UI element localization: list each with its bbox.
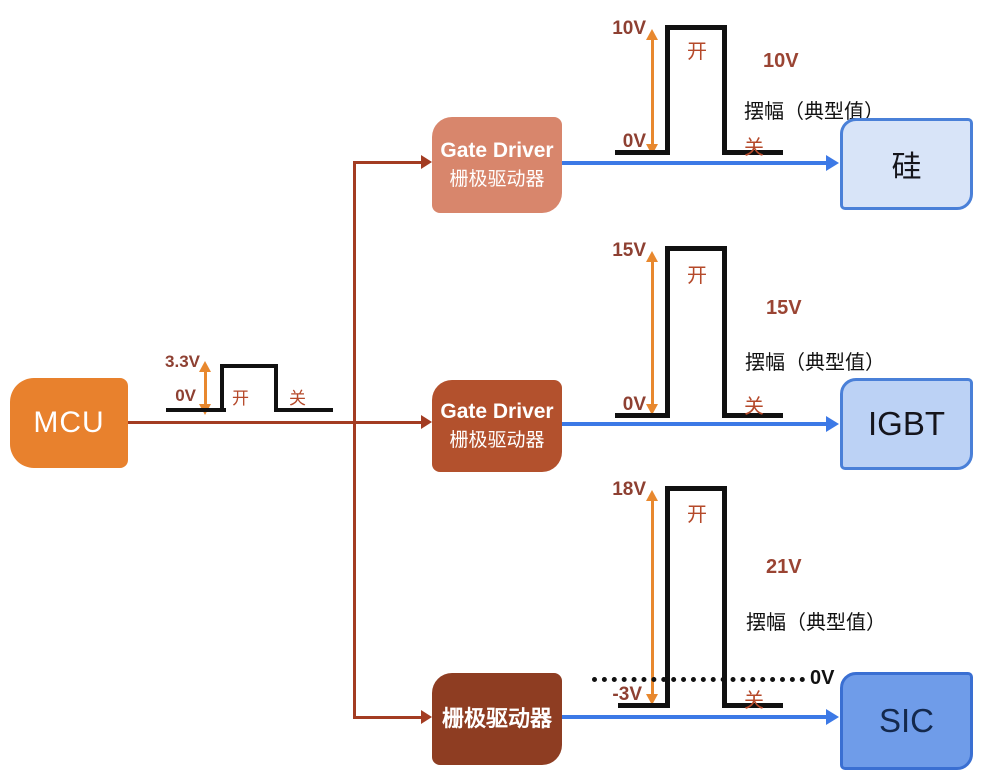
igbt-swing-value: 15V (766, 297, 802, 319)
mcu-wave-high-label: 3.3V (165, 352, 200, 371)
mcu-swing-arrow (204, 368, 207, 408)
silicon-device-label: 硅 (891, 151, 922, 184)
silicon-swing-caption: 摆幅（典型值） (744, 101, 884, 123)
arrowhead-to-driver-middle (421, 415, 432, 429)
mcu-wave-on-label: 开 (232, 389, 249, 408)
sic-wave-baseline-left (618, 703, 670, 708)
silicon-wave-on-label: 开 (687, 41, 707, 63)
driver-to-silicon-line (562, 161, 828, 165)
igbt-swing-arrow-up (646, 251, 658, 262)
silicon-wave-pulse (665, 25, 727, 155)
arrowhead-to-sic (826, 709, 839, 725)
sic-swing-arrow-down (646, 694, 658, 705)
sic-wave-low-label: -3V (612, 684, 642, 705)
silicon-swing-arrow (651, 38, 654, 148)
igbt-wave-baseline-left (615, 413, 670, 418)
silicon-device-box: 硅 (840, 118, 973, 210)
silicon-wave-off-label: 关 (744, 137, 764, 159)
mcu-wave-pulse (220, 364, 278, 412)
sic-device-box: SIC (840, 672, 973, 770)
sic-zero-reference-label: 0V (810, 667, 835, 689)
driver-to-sic-line (562, 715, 834, 719)
gate-driver-title: 栅极驱动器 (441, 706, 552, 732)
mcu-swing-arrow-up (199, 361, 211, 372)
arrowhead-to-driver-bottom (421, 710, 432, 724)
igbt-wave-off-label: 关 (744, 396, 764, 418)
driver-to-igbt-line (562, 422, 828, 426)
mcu-wave-off-label: 关 (289, 389, 306, 408)
branch-line-top (355, 161, 421, 164)
arrowhead-to-driver-top (421, 155, 432, 169)
gate-driver-box-silicon: Gate Driver 栅极驱动器 (432, 117, 562, 213)
gate-driver-subtitle: 栅极驱动器 (449, 430, 545, 452)
sic-zero-reference-line (592, 677, 805, 682)
igbt-swing-arrow-down (646, 404, 658, 415)
branch-line-bottom (355, 716, 421, 719)
sic-swing-caption: 摆幅（典型值） (746, 612, 886, 634)
sic-device-label: SIC (878, 702, 934, 739)
silicon-swing-value: 10V (763, 50, 799, 72)
igbt-wave-baseline-right (722, 413, 783, 418)
sic-wave-baseline-right (722, 703, 783, 708)
mcu-output-line (128, 421, 421, 424)
igbt-swing-arrow (651, 260, 654, 410)
mcu-wave-baseline-right (274, 408, 333, 412)
silicon-wave-baseline-right (722, 150, 783, 155)
mcu-box: MCU (10, 378, 128, 468)
igbt-device-label: IGBT (867, 405, 945, 442)
sic-wave-off-label: 关 (744, 690, 764, 712)
sic-swing-value: 21V (766, 556, 802, 578)
mcu-label: MCU (33, 406, 105, 439)
silicon-swing-arrow-up (646, 29, 658, 40)
gate-driver-subtitle: 栅极驱动器 (449, 169, 545, 191)
silicon-wave-low-label: 0V (622, 131, 646, 152)
gate-driver-box-sic: 栅极驱动器 (432, 673, 562, 765)
igbt-wave-pulse (665, 246, 727, 418)
branch-vertical-line (353, 161, 356, 719)
sic-swing-arrow (651, 499, 654, 699)
sic-wave-pulse (665, 486, 727, 708)
silicon-swing-arrow-down (646, 144, 658, 155)
mcu-wave-low-label: 0V (175, 386, 196, 405)
arrowhead-to-silicon (826, 155, 839, 171)
mcu-wave-baseline-left (166, 408, 226, 412)
arrowhead-to-igbt (826, 416, 839, 432)
sic-swing-arrow-up (646, 490, 658, 501)
igbt-wave-on-label: 开 (687, 265, 707, 287)
gate-driver-box-igbt: Gate Driver 栅极驱动器 (432, 380, 562, 472)
silicon-wave-baseline-left (615, 150, 670, 155)
igbt-wave-high-label: 15V (612, 240, 646, 261)
igbt-swing-caption: 摆幅（典型值） (745, 352, 885, 374)
gate-driver-title: Gate Driver (440, 139, 554, 162)
sic-wave-high-label: 18V (612, 479, 646, 500)
silicon-wave-high-label: 10V (612, 18, 646, 39)
sic-wave-on-label: 开 (687, 504, 707, 526)
igbt-device-box: IGBT (840, 378, 973, 470)
gate-driver-title: Gate Driver (440, 400, 554, 423)
igbt-wave-low-label: 0V (622, 394, 646, 415)
